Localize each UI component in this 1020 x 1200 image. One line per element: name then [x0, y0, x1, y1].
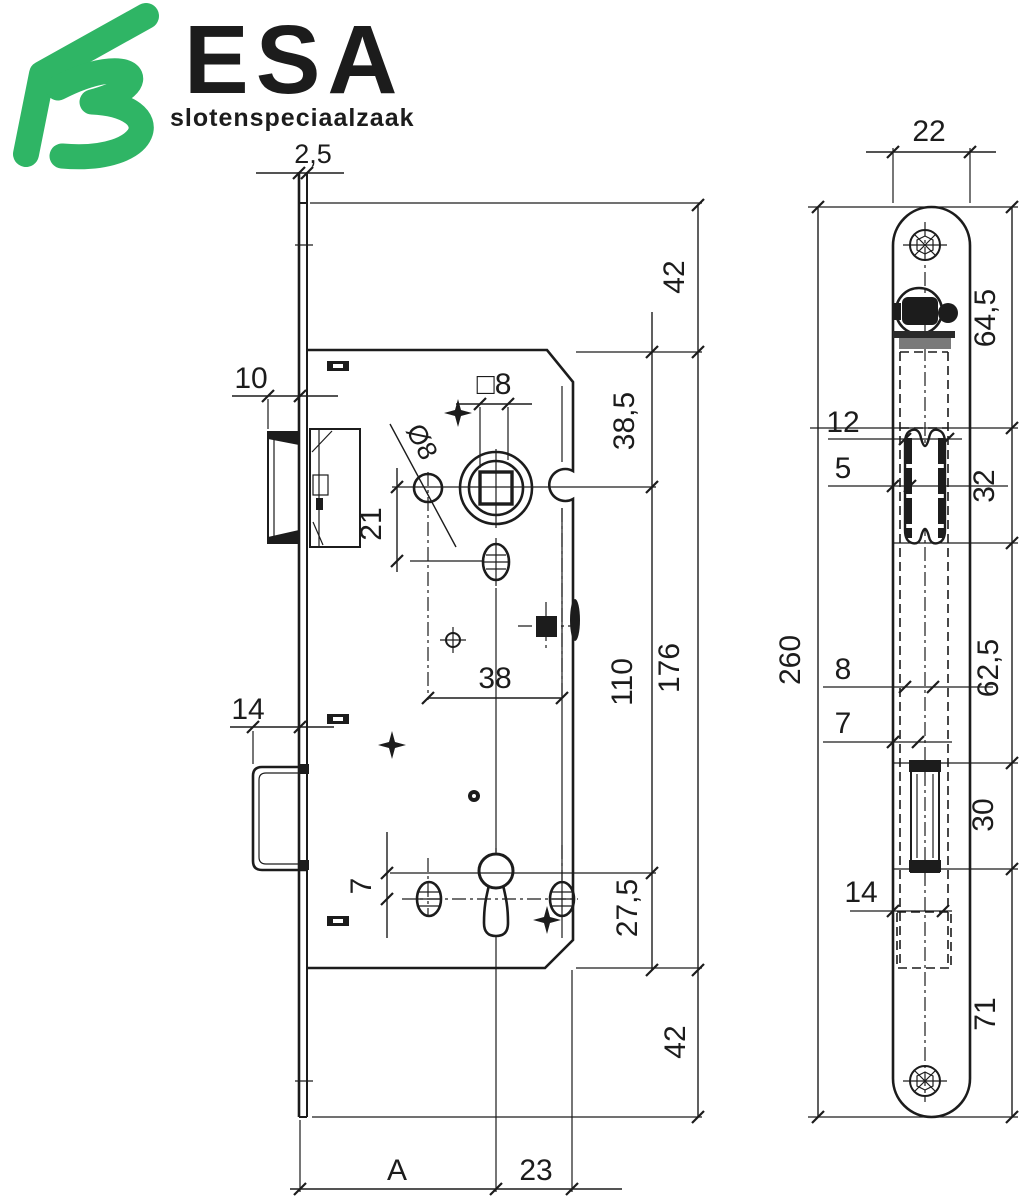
dim-key-hole-offset: 7 — [345, 878, 378, 895]
faceplate-side — [295, 172, 313, 1118]
screw-bottom — [903, 1065, 947, 1097]
dim-plate-height: 260 — [774, 635, 807, 685]
brand-tagline: slotenspeciaalzaak — [170, 104, 415, 132]
dim-square-follower: □8 — [477, 368, 512, 401]
left-view-extension-lines — [252, 202, 702, 1192]
dim-bolt-protrusion: 14 — [231, 693, 264, 726]
logo-b-icon — [13, 3, 159, 167]
left-view-side: 2,5 10 14 □8 Ø8 21 38 — [230, 139, 705, 1196]
brand-logo: ESA slotenspeciaalzaak — [13, 3, 415, 170]
right-view-faceplate: 22 260 64,5 32 62,5 30 71 12 5 8 — [774, 115, 1019, 1124]
follower-cam-front — [894, 286, 958, 336]
edge-spring-stop — [570, 599, 580, 641]
dim-key-to-case-bottom: 27,5 — [611, 879, 644, 937]
right-view-extension-lines — [808, 148, 1018, 1118]
dead-bolt-side — [251, 764, 309, 872]
screw-top — [903, 229, 947, 261]
dim-bolt-to-bottom: 71 — [969, 997, 1002, 1030]
dim-top-to-latch: 64,5 — [969, 289, 1002, 347]
oval-hole-center — [481, 538, 511, 586]
dim-slot-7: 7 — [835, 707, 852, 740]
dim-backset: A — [387, 1154, 407, 1187]
dim-margin-bottom: 42 — [659, 1025, 692, 1058]
fixing-tabs — [327, 361, 349, 926]
dim-bolt-width: 14 — [844, 876, 877, 909]
logo-b-icon-lobes — [45, 58, 154, 170]
brand-name: ESA — [184, 5, 404, 114]
dim-latch-to-bolt: 62,5 — [972, 639, 1005, 697]
dia8-leader — [389, 423, 457, 548]
dim-hole-spacing: 38 — [478, 662, 511, 695]
dim-face-thickness: 2,5 — [294, 139, 332, 169]
dim-hole-diameter: Ø8 — [400, 419, 443, 465]
dim-latch-edge-offset: 5 — [835, 452, 852, 485]
rivet-markers — [378, 399, 575, 934]
dim-bolt-cutout: 30 — [967, 798, 1000, 831]
dim-latch-width: 12 — [826, 406, 859, 439]
dim-follower-to-key: 110 — [606, 658, 639, 706]
dim-key-to-edge: 23 — [519, 1154, 552, 1187]
right-view-dimensions: 22 260 64,5 32 62,5 30 71 12 5 8 — [774, 115, 1019, 1124]
left-view-dimensions: 2,5 10 14 □8 Ø8 21 38 — [230, 139, 705, 1196]
dim-slot-8: 8 — [835, 653, 852, 686]
keyhole — [477, 848, 515, 938]
dim-latch-protrusion: 10 — [234, 362, 267, 395]
cam-cap — [893, 331, 955, 349]
lock-case-outline — [308, 348, 575, 970]
latch-bolt-side — [267, 428, 361, 548]
dim-top-to-follower: 38,5 — [608, 392, 641, 450]
dim-margin-top: 42 — [658, 260, 691, 293]
dim-latch-cutout: 32 — [968, 469, 1001, 502]
dim-plate-width: 22 — [912, 115, 945, 148]
spindle-follower — [458, 449, 534, 528]
dim-case-height: 176 — [653, 643, 686, 693]
dim-follower-to-cylinder: 21 — [355, 507, 388, 540]
